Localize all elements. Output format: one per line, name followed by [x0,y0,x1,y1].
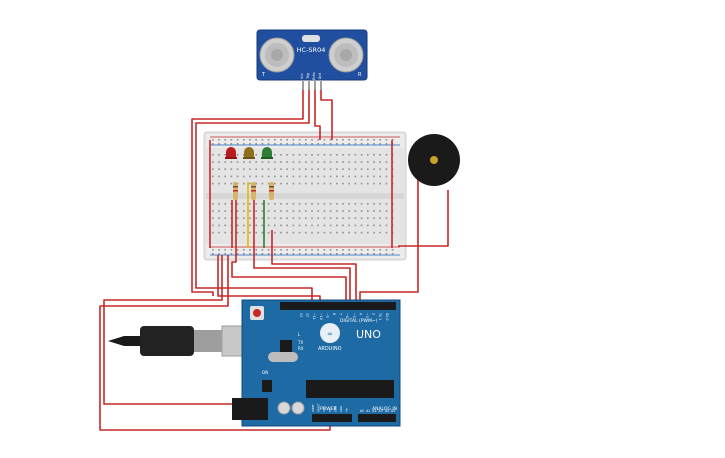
digital-pin-label: ~3 [365,313,369,318]
capacitor-2 [291,401,305,415]
analog-label: ANALOG IN [372,406,397,412]
digital-pin-label: ~9 [325,313,329,318]
digital-pin-label: ~6 [345,313,349,318]
buzzer-center-icon [430,156,438,164]
power-pin-label: GND [339,406,343,412]
sensor-corner-left: T [261,72,266,78]
power-pin-label: RESET [317,403,321,412]
wire-red-led [231,200,347,302]
capacitor-1 [277,401,291,415]
analog-pin-label: A5 [391,409,395,413]
digital-pin-label: ~10 [319,313,323,320]
digital-label: DIGITAL (PWM~) [340,318,378,324]
wire-sensor-gnd [320,90,333,140]
wire-buzzer-pos [359,170,419,302]
analog-pin-label: A4 [385,409,389,413]
digital-pin-label: RX 0 [385,313,389,320]
tx-label: TX [297,340,303,345]
wire-power-gnd [99,255,331,431]
digital-pin-label: 2 [372,313,376,315]
piezo-buzzer[interactable] [408,134,460,186]
sensor-pin-label: Echo [312,72,316,80]
wire-sensor-echo [314,90,321,140]
svg-text:∞: ∞ [327,330,333,338]
power-pin-label: GND [333,406,337,412]
analog-header[interactable] [358,414,396,422]
wire-sensor-vcc [191,90,304,296]
power-pin-label: IOREF [311,404,315,412]
board-brand-text: ARDUINO [318,346,342,352]
power-pin-label: 5V [328,408,332,412]
led-red[interactable] [225,147,237,159]
jumper-wires-colored[interactable] [231,182,265,248]
digital-pin-label: 13 [299,313,303,317]
power-header[interactable] [312,414,352,422]
sensor-pins[interactable] [302,80,322,90]
power-pin-label: 3.3V [322,406,326,412]
sensor-corner-right: R [358,72,362,78]
crystal-icon [302,35,320,42]
arduino-uno[interactable]: ∞ UNO ARDUINO DIGITAL (PWM~) ANALOG IN P… [232,299,401,427]
sensor-pin-label: Trig [306,73,310,80]
power-label: POWER [320,406,337,412]
atmega-chip [306,380,394,398]
wire-sensor-trig [195,90,313,302]
led-green[interactable] [261,147,273,159]
wire-buzzer-neg [398,190,449,247]
digital-pin-label: ~5 [352,313,356,318]
digital-pin-label: 7 [339,313,343,315]
analog-pin-label: A3 [378,409,382,413]
wire-green-led [271,230,357,302]
rx-label: RX [298,346,304,351]
arduino-logo-icon [320,323,340,343]
analog-pin-label: A2 [372,409,376,413]
resistors[interactable] [233,182,274,200]
on-label: ON [262,370,268,375]
digital-pin-label: 8 [332,313,336,315]
digital-header[interactable] [280,302,396,310]
crystal-oscillator [268,352,298,362]
sensor-pin-label: Vcc [300,73,304,79]
board-logo-text: UNO [356,328,381,341]
digital-pin-label: ~11 [312,313,316,320]
analog-pin-label: A0 [360,409,364,413]
wire-echo-bb [217,255,321,302]
digital-pin-label: TX 1 [378,312,382,320]
wire-yellow-led [253,200,351,302]
sensor-pin-label: Gnd [318,73,322,80]
power-jack [232,398,268,420]
digital-pin-label: 4 [358,313,362,315]
usb-cable[interactable] [108,325,253,357]
sensor-model-label: HC-SR04 [297,46,326,54]
analog-pin-label: A1 [366,409,370,413]
digital-pin-label: 12 [306,313,310,317]
power-pin-label: Vin [345,408,349,412]
l-label: L [298,332,301,337]
led-yellow[interactable] [243,147,255,159]
